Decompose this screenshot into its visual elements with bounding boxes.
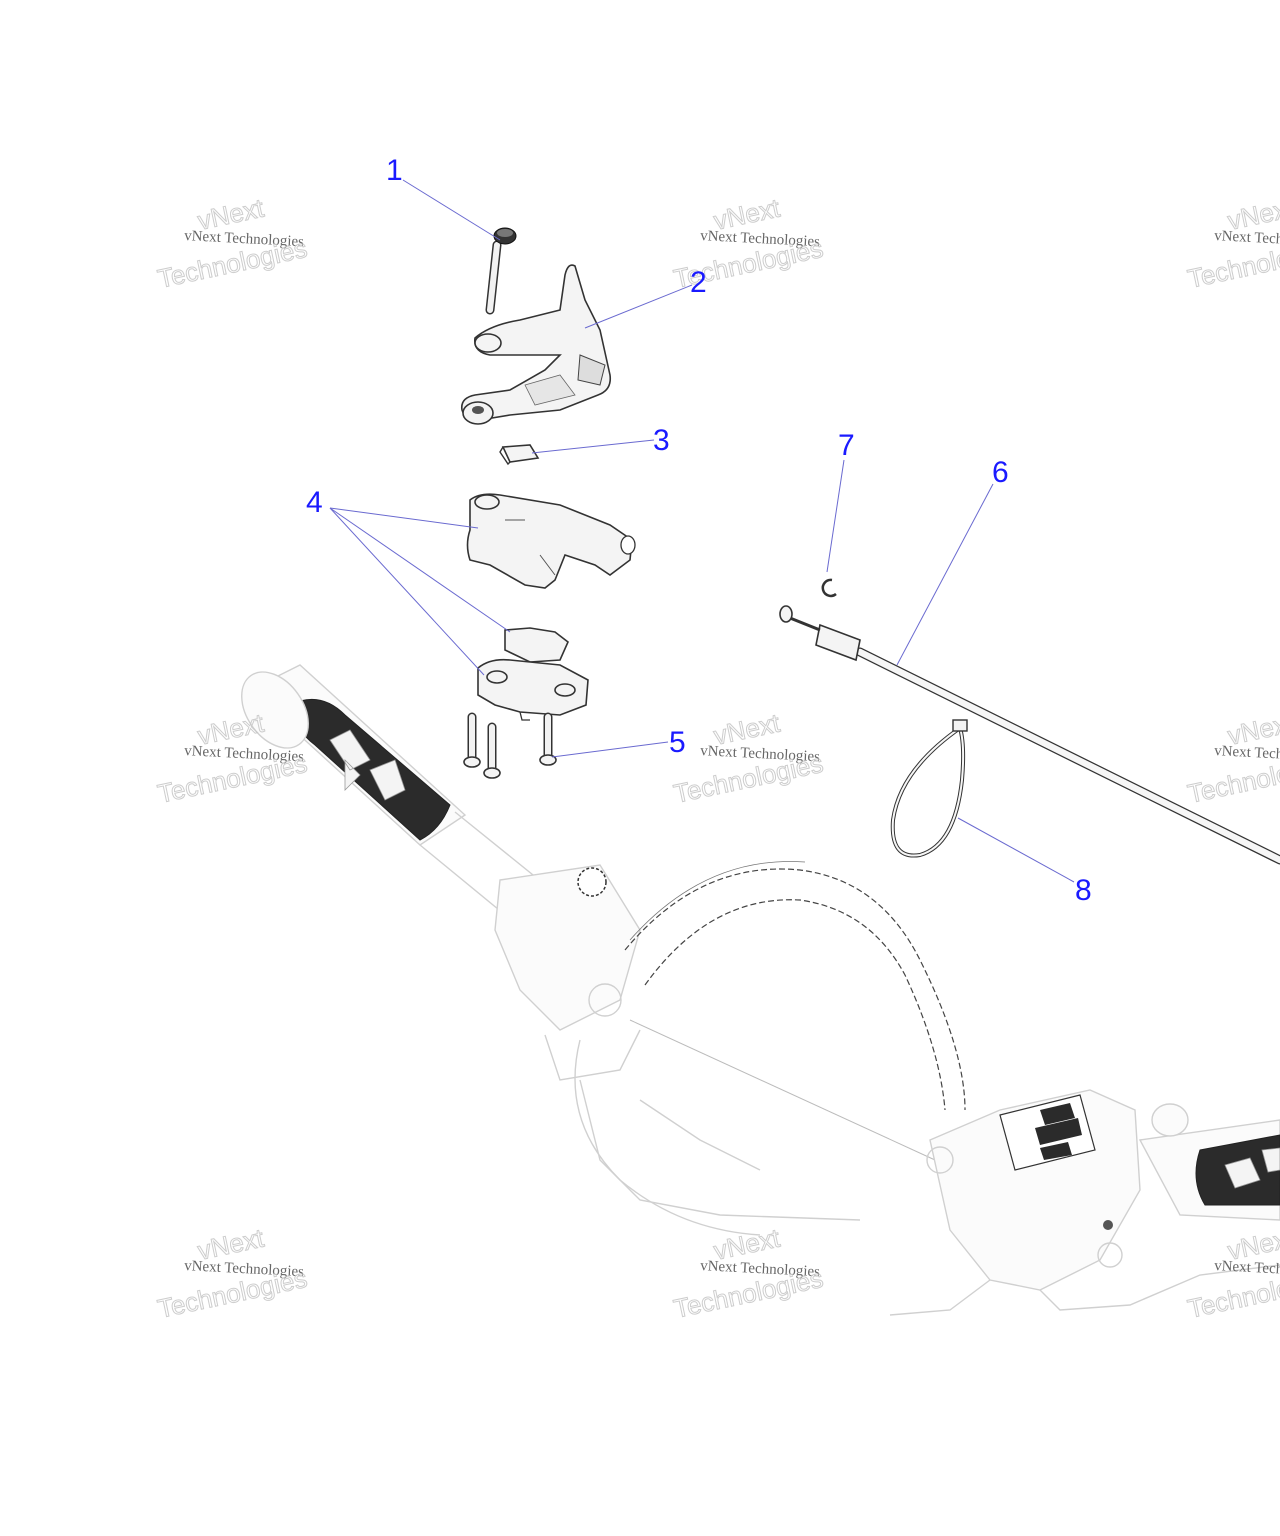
leader-7 [826,459,845,573]
leader-2 [584,284,693,329]
callout-3: 3 [653,424,670,457]
watermark: vNext vNext Technologies Technologies [1185,707,1280,809]
watermark: vNext vNext Technologies Technologies [671,707,827,809]
part-2-lever-perch [460,264,612,425]
leader-4b [329,507,511,633]
svg-text:vNext Technologies: vNext Technologies [1214,743,1280,765]
watermark: vNext vNext Technologies Technologies [1185,192,1280,294]
callout-4: 4 [306,486,323,519]
part-3-clip [499,444,540,466]
watermark: vNext vNext Technologies Technologies [671,1222,827,1324]
svg-text:vNext Technologies: vNext Technologies [700,1258,821,1280]
right-master-cylinder [926,1089,1141,1291]
watermark: vNext vNext Technologies Technologies [155,192,311,294]
part-4-clamp-upper [466,493,636,589]
svg-text:vNext Technologies: vNext Technologies [1214,228,1280,250]
leader-5 [551,741,669,758]
callout-6: 6 [992,456,1009,489]
part-7-e-clip [821,578,837,598]
part-1-bolt [485,227,517,315]
callout-8: 8 [1075,874,1092,907]
svg-text:vNext Technologies: vNext Technologies [184,1258,305,1280]
part-8-cable-tie [890,719,968,858]
left-grip [241,664,467,846]
callout-1: 1 [386,154,403,187]
watermark: vNext vNext Technologies Technologies [155,1222,311,1324]
svg-text:vNext Technologies: vNext Technologies [184,228,305,250]
svg-text:vNext Technologies: vNext Technologies [700,743,821,765]
brake-line-arch [624,861,966,1111]
callout-2: 2 [690,266,707,299]
leader-3 [531,439,655,454]
leader-6 [896,483,994,666]
callouts: 1 2 3 4 5 6 7 8 [306,154,1092,907]
leader-1 [402,179,501,241]
svg-text:vNext Technologies: vNext Technologies [700,228,821,250]
leader-4c [329,507,485,676]
part-6-cable [779,605,1280,865]
part-4-clamp-lower [477,627,589,721]
svg-text:vNext Technologies: vNext Technologies [1214,1258,1280,1280]
right-grip [1138,1103,1280,1221]
callout-7: 7 [838,429,855,462]
leader-lines [329,179,1075,883]
leader-4a [329,507,479,529]
handlebar-assembly-ghost [241,664,1280,1316]
watermark: vNext vNext Technologies Technologies [1185,1222,1280,1324]
leader-8 [957,817,1075,883]
callout-5: 5 [669,726,686,759]
part-5-screws [463,712,557,779]
svg-text:vNext Technologies: vNext Technologies [184,743,305,765]
